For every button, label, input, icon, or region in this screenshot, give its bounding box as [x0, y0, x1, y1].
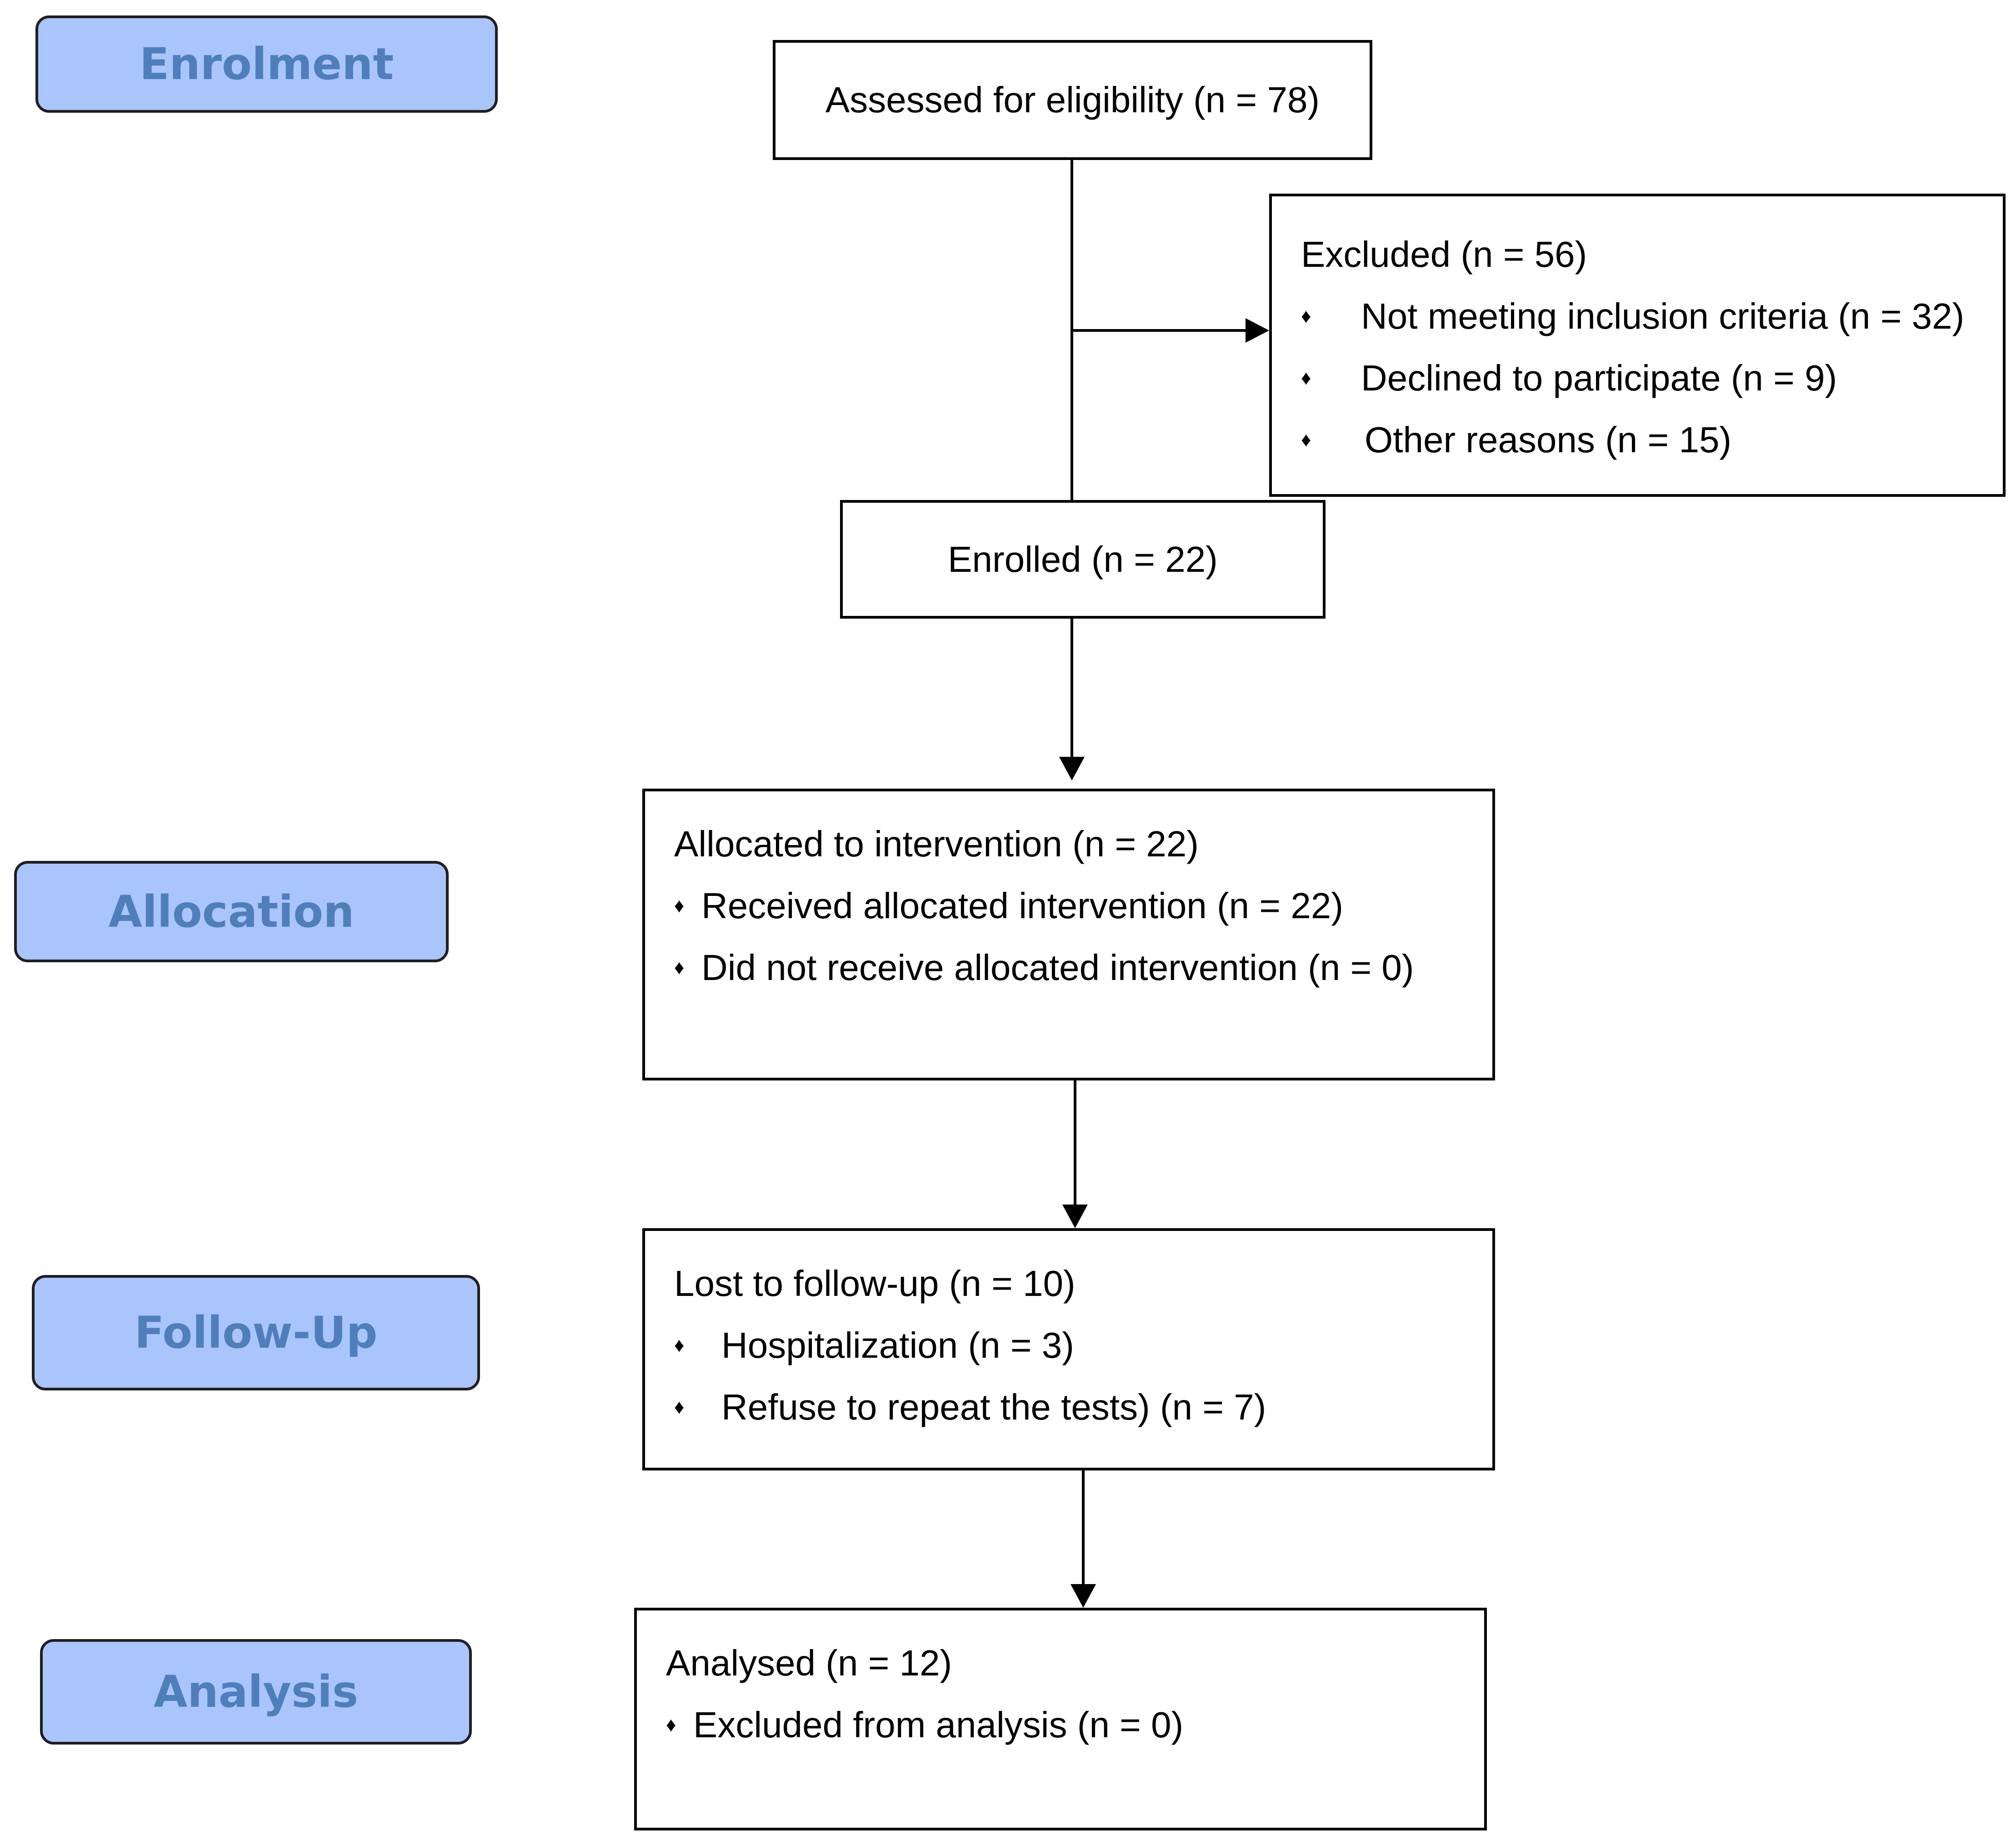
lost-item-label: Hospitalization (n = 3): [721, 1325, 1074, 1365]
bullet-icon: ♦: [674, 956, 685, 979]
allocated-item: ♦ Did not receive allocated intervention…: [674, 937, 1492, 999]
analysis-arrowhead: [1071, 1584, 1096, 1608]
allocated-title: Allocated to intervention (n = 22): [674, 824, 1199, 864]
analysed-item: ♦ Excluded from analysis (n = 0): [666, 1694, 1484, 1756]
bullet-icon: ♦: [1301, 429, 1311, 451]
enrolled-text: Enrolled (n = 22): [948, 539, 1218, 580]
stage-label-analysis: Analysis: [40, 1639, 472, 1745]
excluded-item-label: Declined to participate (n = 9): [1361, 358, 1837, 398]
excluded-box: Excluded (n = 56) ♦ Not meeting inclusio…: [1269, 194, 2006, 497]
lost-item-label: Refuse to repeat the tests) (n = 7): [721, 1387, 1266, 1427]
lost-title: Lost to follow-up (n = 10): [674, 1263, 1076, 1304]
allocated-item: ♦ Received allocated intervention (n = 2…: [674, 875, 1492, 937]
excluded-item: ♦ Declined to participate (n = 9): [1301, 347, 2003, 409]
stage-label-enrolment-text: Enrolment: [139, 39, 394, 90]
lost-item: ♦ Refuse to repeat the tests) (n = 7): [674, 1376, 1492, 1438]
stage-label-allocation-text: Allocation: [108, 886, 355, 937]
excluded-title: Excluded (n = 56): [1301, 234, 1587, 275]
allocation-arrowhead: [1059, 757, 1085, 780]
bullet-icon: ♦: [674, 895, 685, 917]
stage-label-enrolment: Enrolment: [35, 15, 498, 113]
bullet-icon: ♦: [666, 1714, 676, 1736]
allocated-item-label: Did not receive allocated intervention (…: [701, 947, 1414, 988]
analysed-item-label: Excluded from analysis (n = 0): [693, 1705, 1184, 1745]
stage-label-allocation: Allocation: [14, 861, 449, 962]
enrolled-box: Enrolled (n = 22): [840, 500, 1326, 619]
assessed-box: Assessed for eligibility (n = 78): [773, 40, 1372, 160]
exclusion-arrowhead: [1246, 318, 1269, 343]
excluded-item: ♦ Not meeting inclusion criteria (n = 32…: [1301, 285, 2003, 347]
lost-item: ♦ Hospitalization (n = 3): [674, 1315, 1492, 1376]
stage-label-follow-up-text: Follow-Up: [134, 1307, 378, 1358]
followup-arrowhead: [1062, 1205, 1088, 1228]
excluded-item-label: Other reasons (n = 15): [1365, 420, 1732, 460]
bullet-icon: ♦: [1301, 305, 1311, 327]
excluded-item-label: Not meeting inclusion criteria (n = 32): [1361, 296, 1965, 336]
bullet-icon: ♦: [1301, 367, 1311, 389]
allocated-box: Allocated to intervention (n = 22) ♦ Rec…: [642, 789, 1495, 1080]
assessed-text: Assessed for eligibility (n = 78): [825, 80, 1320, 120]
bullet-icon: ♦: [674, 1396, 685, 1418]
lost-to-follow-up-box: Lost to follow-up (n = 10) ♦ Hospitaliza…: [642, 1228, 1495, 1470]
excluded-item: ♦ Other reasons (n = 15): [1301, 409, 2003, 471]
stage-label-analysis-text: Analysis: [153, 1666, 359, 1717]
bullet-icon: ♦: [674, 1334, 685, 1356]
analysed-title: Analysed (n = 12): [666, 1643, 952, 1683]
stage-label-follow-up: Follow-Up: [32, 1275, 480, 1390]
allocated-item-label: Received allocated intervention (n = 22): [701, 885, 1343, 926]
analysed-box: Analysed (n = 12) ♦ Excluded from analys…: [634, 1608, 1487, 1830]
